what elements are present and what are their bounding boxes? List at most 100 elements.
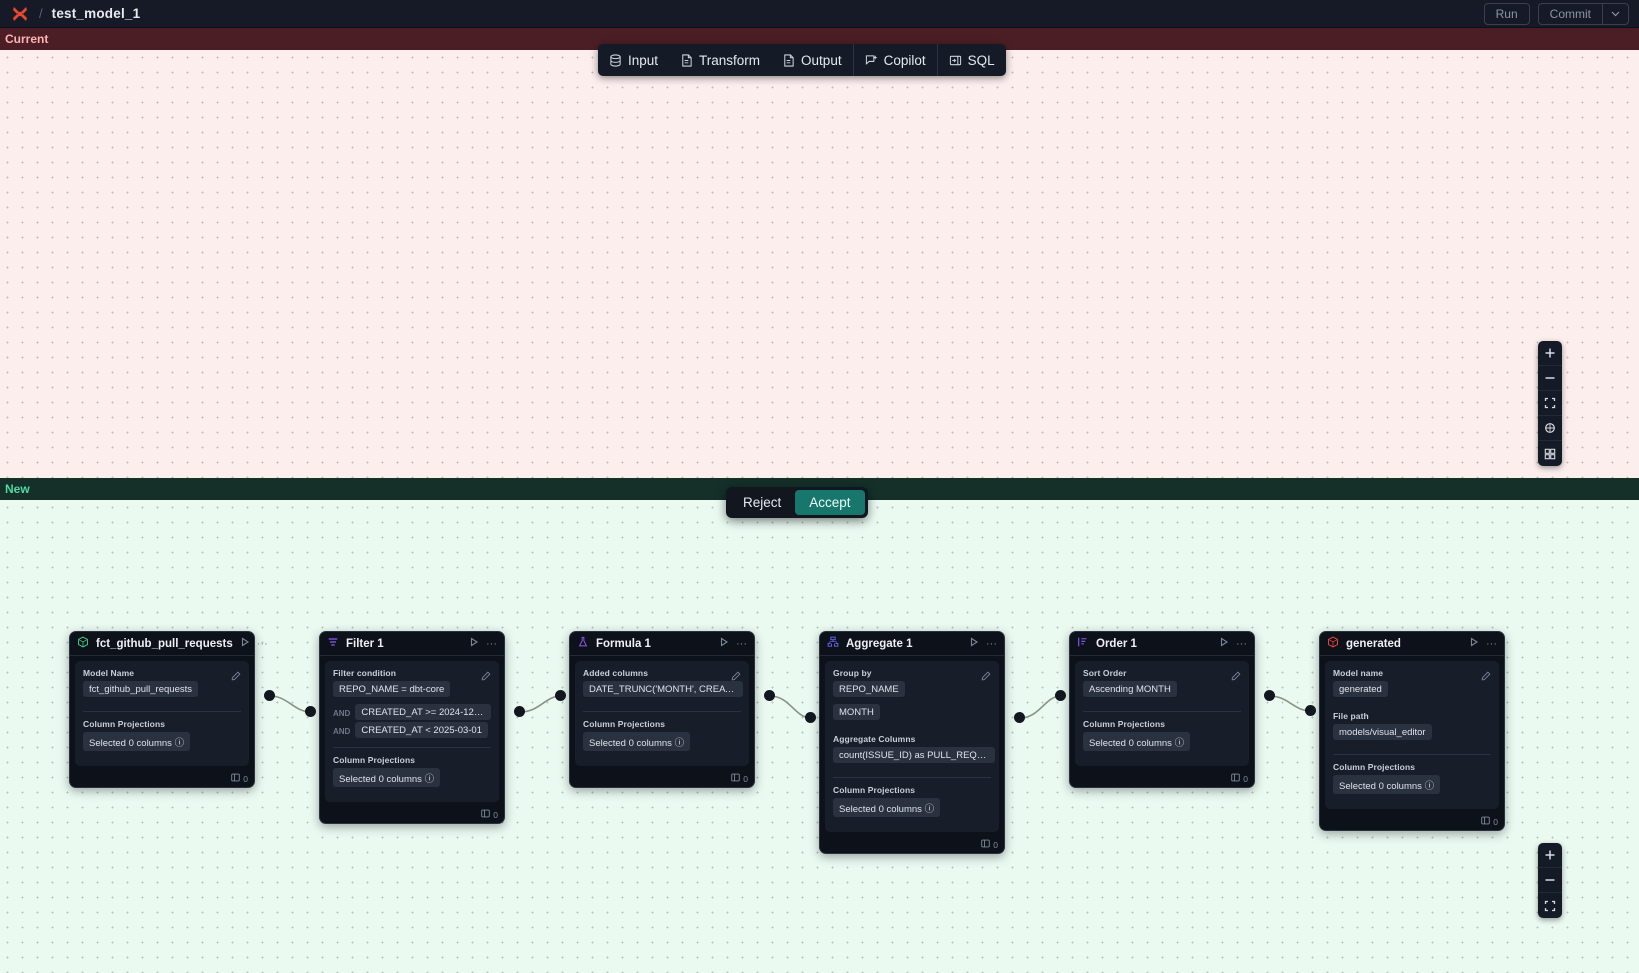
fit-view-icon[interactable]: [1538, 391, 1562, 416]
node-header[interactable]: generated ···: [1320, 632, 1504, 656]
ellipsis-icon[interactable]: ···: [986, 637, 997, 650]
port-out-order[interactable]: [1264, 690, 1275, 701]
pencil-icon[interactable]: [1231, 668, 1241, 686]
port-in-filter[interactable]: [305, 706, 316, 717]
zoom-in-icon[interactable]: [1538, 341, 1562, 366]
ellipsis-icon[interactable]: ···: [1236, 637, 1247, 650]
node-title: Filter 1: [346, 637, 384, 650]
field-value[interactable]: Ascending MONTH: [1083, 681, 1177, 697]
node-header[interactable]: Formula 1 ···: [570, 632, 754, 656]
toolbar-label-transform: Transform: [699, 52, 761, 68]
toolbar-item-output[interactable]: Output: [771, 44, 853, 76]
title-bar: / test_model_1 Run Commit: [0, 0, 1639, 28]
node-header[interactable]: fct_github_pull_requests ···: [70, 632, 268, 656]
node-title: generated: [1346, 637, 1401, 650]
column-count: 0: [993, 839, 998, 850]
zoom-in-icon[interactable]: [1538, 843, 1562, 868]
field-value[interactable]: MONTH: [833, 704, 880, 720]
field-value[interactable]: Selected 0 columns ⓘ: [1083, 732, 1191, 751]
port-in-order[interactable]: [1055, 690, 1066, 701]
field-value[interactable]: Selected 0 columns ⓘ: [583, 732, 691, 751]
play-icon[interactable]: [1469, 637, 1479, 650]
node-title: Formula 1: [596, 637, 651, 650]
port-in-generated[interactable]: [1305, 705, 1316, 716]
node-aggregate-1[interactable]: Aggregate 1 ··· Group by REPO_NAME MONTH…: [819, 631, 1005, 854]
field-model-name: Model Name fct_github_pull_requests: [83, 668, 241, 704]
field-value[interactable]: REPO_NAME: [833, 681, 905, 697]
pencil-icon[interactable]: [731, 668, 741, 686]
breadcrumb-separator: /: [39, 6, 43, 21]
field-column-projections: Column Projections Selected 0 columns ⓘ: [83, 711, 241, 758]
port-in-formula[interactable]: [555, 690, 566, 701]
info-icon: ⓘ: [674, 737, 685, 749]
field-value[interactable]: generated: [1333, 681, 1388, 697]
ellipsis-icon[interactable]: ···: [256, 637, 268, 650]
pencil-icon[interactable]: [1481, 668, 1491, 686]
toolbar-item-sql[interactable]: SQL: [936, 44, 1006, 76]
port-out-filter[interactable]: [514, 706, 525, 717]
field-label: Column Projections: [583, 719, 666, 729]
node-header[interactable]: Aggregate 1 ···: [820, 632, 1004, 656]
ellipsis-icon[interactable]: ···: [1486, 637, 1497, 650]
cube-green-icon: [77, 635, 89, 653]
port-out-formula[interactable]: [764, 690, 775, 701]
field-value[interactable]: Selected 0 columns ⓘ: [333, 768, 441, 787]
node-filter-1[interactable]: Filter 1 ··· Filter condition REPO_NAME …: [319, 631, 505, 824]
columns-icon: [481, 809, 490, 820]
play-icon[interactable]: [969, 637, 979, 650]
play-icon[interactable]: [469, 637, 479, 650]
condition-value[interactable]: CREATED_AT >= 2024-12-01: [355, 704, 491, 720]
field-label: Column Projections: [333, 755, 416, 765]
port-in-aggregate[interactable]: [805, 712, 816, 723]
play-icon[interactable]: [719, 637, 729, 650]
accept-button[interactable]: Accept: [795, 490, 865, 515]
play-icon[interactable]: [1219, 637, 1229, 650]
ellipsis-icon[interactable]: ···: [736, 637, 747, 650]
node-generated[interactable]: generated ··· Model name generated File …: [1319, 631, 1505, 831]
node-fct-github-pull-requests[interactable]: fct_github_pull_requests ··· Model Name …: [69, 631, 268, 788]
toolbar-item-input[interactable]: Input: [598, 44, 669, 76]
reject-button[interactable]: Reject: [743, 495, 782, 510]
titlebar-actions: Run Commit: [1483, 2, 1629, 25]
field-group-by: Group by REPO_NAME MONTH: [833, 668, 991, 727]
current-version-pane[interactable]: Current: [0, 28, 1639, 478]
node-order-1[interactable]: Order 1 ··· Sort Order Ascending MONTH C…: [1069, 631, 1255, 788]
zoom-out-icon[interactable]: [1538, 366, 1562, 391]
field-value[interactable]: count(ISSUE_ID) as PULL_REQUEST_…: [833, 747, 995, 763]
toolbar-item-transform[interactable]: Transform: [669, 44, 771, 76]
condition-value[interactable]: REPO_NAME = dbt-core: [333, 681, 451, 697]
run-button[interactable]: Run: [1483, 2, 1530, 25]
ellipsis-icon[interactable]: ···: [486, 637, 497, 650]
chevron-down-icon[interactable]: [1602, 3, 1628, 24]
lock-icon[interactable]: [1538, 416, 1562, 441]
field-value[interactable]: Selected 0 columns ⓘ: [83, 732, 191, 751]
port-out-aggregate[interactable]: [1014, 712, 1025, 723]
commit-split-button[interactable]: Commit: [1537, 2, 1629, 25]
node-header[interactable]: Order 1 ···: [1070, 632, 1254, 656]
field-value[interactable]: DATE_TRUNC('MONTH', CREATED_AT…: [583, 681, 743, 697]
toolbar-item-copilot[interactable]: Copilot: [852, 44, 937, 76]
field-label: Sort Order: [1083, 668, 1127, 678]
minimap-icon[interactable]: [1538, 441, 1562, 466]
pencil-icon[interactable]: [981, 668, 991, 686]
field-value[interactable]: Selected 0 columns ⓘ: [1333, 775, 1441, 794]
node-formula-1[interactable]: Formula 1 ··· Added columns DATE_TRUNC('…: [569, 631, 755, 788]
node-body: Group by REPO_NAME MONTH Aggregate Colum…: [820, 656, 1004, 837]
commit-button[interactable]: Commit: [1549, 6, 1591, 21]
pencil-icon[interactable]: [481, 668, 491, 686]
pencil-icon[interactable]: [231, 668, 241, 686]
condition-value[interactable]: CREATED_AT < 2025-03-01: [355, 722, 489, 738]
fit-view-icon[interactable]: [1538, 893, 1562, 918]
port-out-source[interactable]: [264, 690, 275, 701]
field-value[interactable]: models/visual_editor: [1333, 724, 1432, 740]
zoom-out-icon[interactable]: [1538, 868, 1562, 893]
columns-icon: [731, 773, 740, 784]
play-icon[interactable]: [240, 637, 250, 650]
column-count: 0: [1493, 816, 1498, 827]
field-value[interactable]: Selected 0 columns ⓘ: [833, 798, 941, 817]
node-header[interactable]: Filter 1 ···: [320, 632, 504, 656]
field-value[interactable]: fct_github_pull_requests: [83, 681, 198, 697]
zoom-controls-new: [1538, 843, 1562, 918]
x-logo-icon[interactable]: [10, 4, 30, 24]
info-icon: ⓘ: [924, 803, 935, 815]
